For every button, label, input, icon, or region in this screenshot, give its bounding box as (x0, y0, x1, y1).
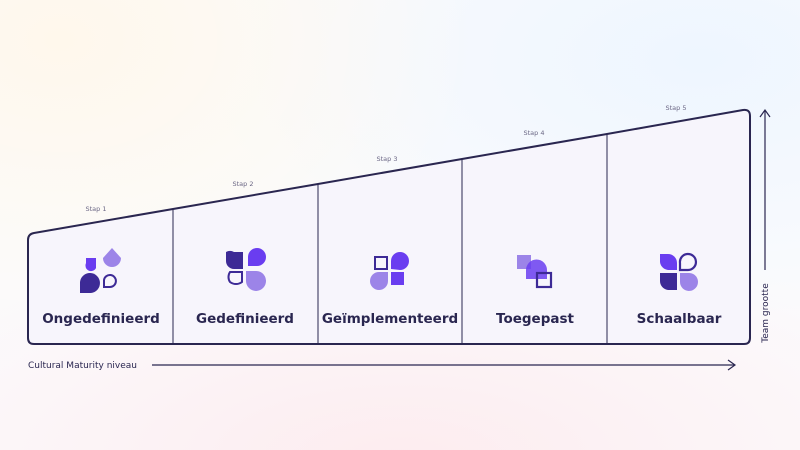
step-label-2: Stap 2 (233, 180, 254, 188)
maturity-trapezoid (27, 108, 751, 345)
petals-icon (226, 248, 266, 291)
step-label-1: Stap 1 (86, 205, 107, 213)
x-axis-label: Cultural Maturity niveau (28, 361, 137, 371)
stage-label-5: Schaalbaar (637, 311, 722, 327)
droplets-icon (80, 248, 121, 293)
squares-circles-icon (370, 252, 409, 290)
layered-squares-icon (517, 255, 553, 289)
step-label-5: Stap 5 (666, 104, 687, 112)
clover-icon (659, 252, 698, 291)
stage-label-3: Geïmplementeerd (322, 311, 458, 327)
y-axis-arrow-icon (759, 108, 771, 118)
stage-label-4: Toegepast (496, 311, 574, 327)
x-axis-arrow-icon (727, 359, 737, 371)
step-label-4: Stap 4 (524, 129, 545, 137)
step-label-3: Stap 3 (377, 155, 398, 163)
stage-label-1: Ongedefinieerd (42, 311, 160, 327)
y-axis-label: Team grootte (761, 283, 771, 344)
stage-label-2: Gedefinieerd (196, 311, 294, 327)
